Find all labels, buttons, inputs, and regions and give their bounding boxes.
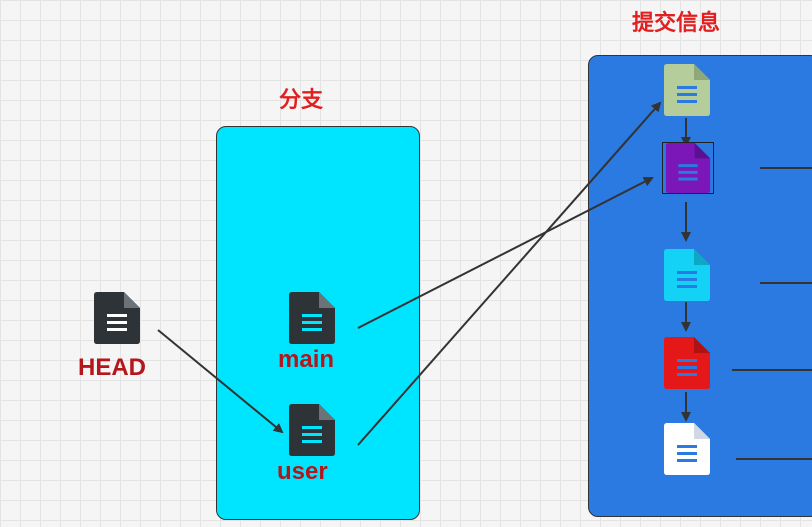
commit-5-document-icon bbox=[664, 423, 710, 475]
branch-label-main: main bbox=[278, 346, 335, 373]
user-branch-document-icon bbox=[289, 404, 335, 456]
commit-1-document-icon bbox=[664, 64, 710, 116]
head-to-user-arrow bbox=[157, 329, 284, 434]
main-to-commit-arrow bbox=[357, 177, 654, 329]
main-branch-document-icon bbox=[289, 292, 335, 344]
commit-3-document-icon bbox=[664, 249, 710, 301]
branch-title: 分支 bbox=[279, 87, 324, 112]
commit-4-document-icon bbox=[664, 337, 710, 389]
head-document-icon bbox=[94, 292, 140, 344]
commit-2-highlight-box bbox=[662, 142, 714, 194]
head-label: HEAD bbox=[78, 354, 147, 381]
commit-2-document-icon bbox=[665, 143, 711, 193]
user-to-commit-arrow bbox=[357, 101, 662, 446]
commit-title: 提交信息 bbox=[632, 10, 721, 35]
branch-label-user: user bbox=[277, 458, 328, 485]
